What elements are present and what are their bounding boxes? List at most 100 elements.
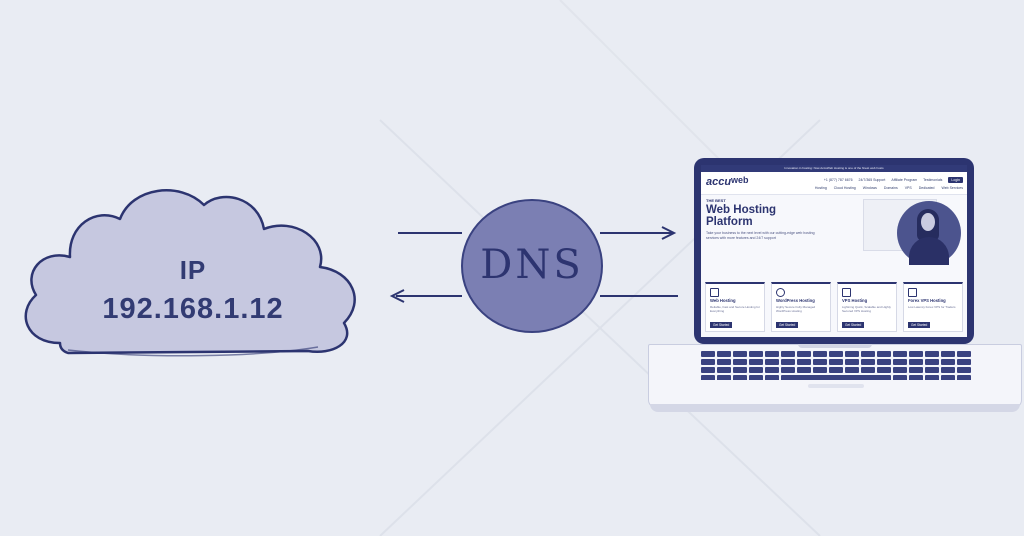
person-body (909, 237, 949, 265)
keyboard-key (797, 367, 811, 373)
hero-small-title: THE BEST (706, 198, 726, 203)
keyboard-key (701, 359, 715, 365)
keyboard-key (701, 375, 715, 380)
keyboard-key (845, 367, 859, 373)
keyboard-key (909, 359, 923, 365)
card-title: Web Hosting (710, 298, 736, 303)
keyboard-key (765, 359, 779, 365)
keyboard-key (829, 367, 843, 373)
keyboard-key (909, 375, 923, 380)
keyboard-key (925, 359, 939, 365)
keyboard-key (781, 351, 795, 357)
card-title: WordPress Hosting (776, 298, 815, 303)
header-link-testimonials[interactable]: Testimonials (923, 178, 943, 182)
card-title: Forex VPS Hosting (908, 298, 946, 303)
keyboard-key (941, 351, 955, 357)
card-vps-hosting[interactable]: VPS Hosting Lightning Quick, Scalable an… (837, 282, 897, 332)
ip-cloud: IP 192.168.1.12 (8, 175, 378, 375)
website-logo[interactable]: accu (706, 176, 732, 188)
header-links: +1 (877) 787 6676 24/7/365 Support Affil… (819, 177, 963, 183)
get-started-button[interactable]: Get Started (776, 322, 799, 328)
keyboard-key (717, 375, 731, 380)
keyboard-key (925, 351, 939, 357)
keyboard-key (893, 351, 907, 357)
keyboard-key (893, 367, 907, 373)
keyboard-key (749, 351, 763, 357)
laptop-touchpad (808, 384, 864, 388)
keyboard-key (765, 375, 779, 380)
keyboard-key (781, 375, 891, 380)
card-desc: Lightning Quick, Scalable and Highly Sec… (842, 305, 891, 313)
vps-icon (842, 288, 851, 297)
keyboard-key (941, 375, 955, 380)
nav-item-vps[interactable]: VPS (904, 186, 912, 190)
login-button[interactable]: Login (948, 177, 963, 183)
keyboard-key (909, 367, 923, 373)
laptop-screen: Innovation in hosting: Now AccuWeb Hosti… (701, 165, 967, 337)
nav-item-domains[interactable]: Domains (883, 186, 898, 190)
card-desc: Reliable, Fast and Secure Hosting for Ev… (710, 305, 760, 313)
keyboard-key (781, 367, 795, 373)
keyboard-key (893, 375, 907, 380)
keyboard-key (765, 351, 779, 357)
arrow-head-right (661, 226, 677, 240)
keyboard-key (813, 351, 827, 357)
header-link-phone[interactable]: +1 (877) 787 6676 (823, 178, 853, 182)
website-topbar: Innovation in hosting: Now AccuWeb Hosti… (701, 165, 967, 172)
keyboard-key (845, 359, 859, 365)
hero-description: Take your business to the next level wit… (706, 231, 815, 240)
keyboard-key (797, 351, 811, 357)
keyboard-key (749, 375, 763, 380)
nav-item-web-services[interactable]: Web Services (941, 186, 963, 190)
wordpress-icon (776, 288, 785, 297)
website-hero: THE BEST Web Hosting Platform Take your … (701, 195, 967, 265)
card-forex-vps-hosting[interactable]: Forex VPS Hosting Low Latency Forex VPS … (903, 282, 963, 332)
keyboard-key (749, 367, 763, 373)
nav-item-windows[interactable]: Windows (862, 186, 877, 190)
cloud-shape (24, 189, 356, 357)
website-nav: Hosting Cloud Hosting Windows Domains VP… (809, 186, 963, 190)
card-web-hosting[interactable]: Web Hosting Reliable, Fast and Secure Ho… (705, 282, 765, 332)
laptop-base-edge (650, 404, 1020, 412)
keyboard-key (813, 367, 827, 373)
card-wordpress-hosting[interactable]: WordPress Hosting Highly Secure Fully Ma… (771, 282, 831, 332)
hosting-cards: Web Hosting Reliable, Fast and Secure Ho… (705, 282, 963, 334)
keyboard-key (797, 359, 811, 365)
keyboard-key (701, 367, 715, 373)
website-logo-mark: web (731, 175, 749, 185)
keyboard-key (925, 375, 939, 380)
dns-label: DNS (480, 242, 584, 288)
keyboard-key (829, 351, 843, 357)
keyboard-key (893, 359, 907, 365)
get-started-button[interactable]: Get Started (710, 322, 733, 328)
keyboard-key (733, 351, 747, 357)
header-link-affiliate[interactable]: Affiliate Program (891, 178, 918, 182)
forex-icon (908, 288, 917, 297)
keyboard-key (733, 367, 747, 373)
website-header: accu web +1 (877) 787 6676 24/7/365 Supp… (701, 172, 967, 195)
header-link-support[interactable]: 24/7/365 Support (858, 178, 886, 182)
laptop-hinge (798, 344, 872, 348)
keyboard-key (765, 367, 779, 373)
keyboard-key (733, 375, 747, 380)
keyboard-key (781, 359, 795, 365)
keyboard-key (941, 367, 955, 373)
get-started-button[interactable]: Get Started (908, 322, 931, 328)
person-face (921, 213, 935, 231)
keyboard-key (877, 367, 891, 373)
nav-item-dedicated[interactable]: Dedicated (918, 186, 935, 190)
ip-label: IP (179, 255, 207, 285)
card-desc: Highly Secure Fully Managed WordPress Ho… (776, 305, 816, 313)
keyboard-key (829, 359, 843, 365)
get-started-button[interactable]: Get Started (842, 322, 865, 328)
keyboard-key (845, 351, 859, 357)
keyboard-key (733, 359, 747, 365)
keyboard-key (717, 351, 731, 357)
keyboard-key (861, 351, 875, 357)
nav-item-cloud[interactable]: Cloud Hosting (833, 186, 856, 190)
keyboard-key (861, 359, 875, 365)
nav-item-hosting[interactable]: Hosting (814, 186, 827, 190)
laptop: Innovation in hosting: Now AccuWeb Hosti… (648, 158, 1022, 414)
keyboard-key (957, 359, 971, 365)
